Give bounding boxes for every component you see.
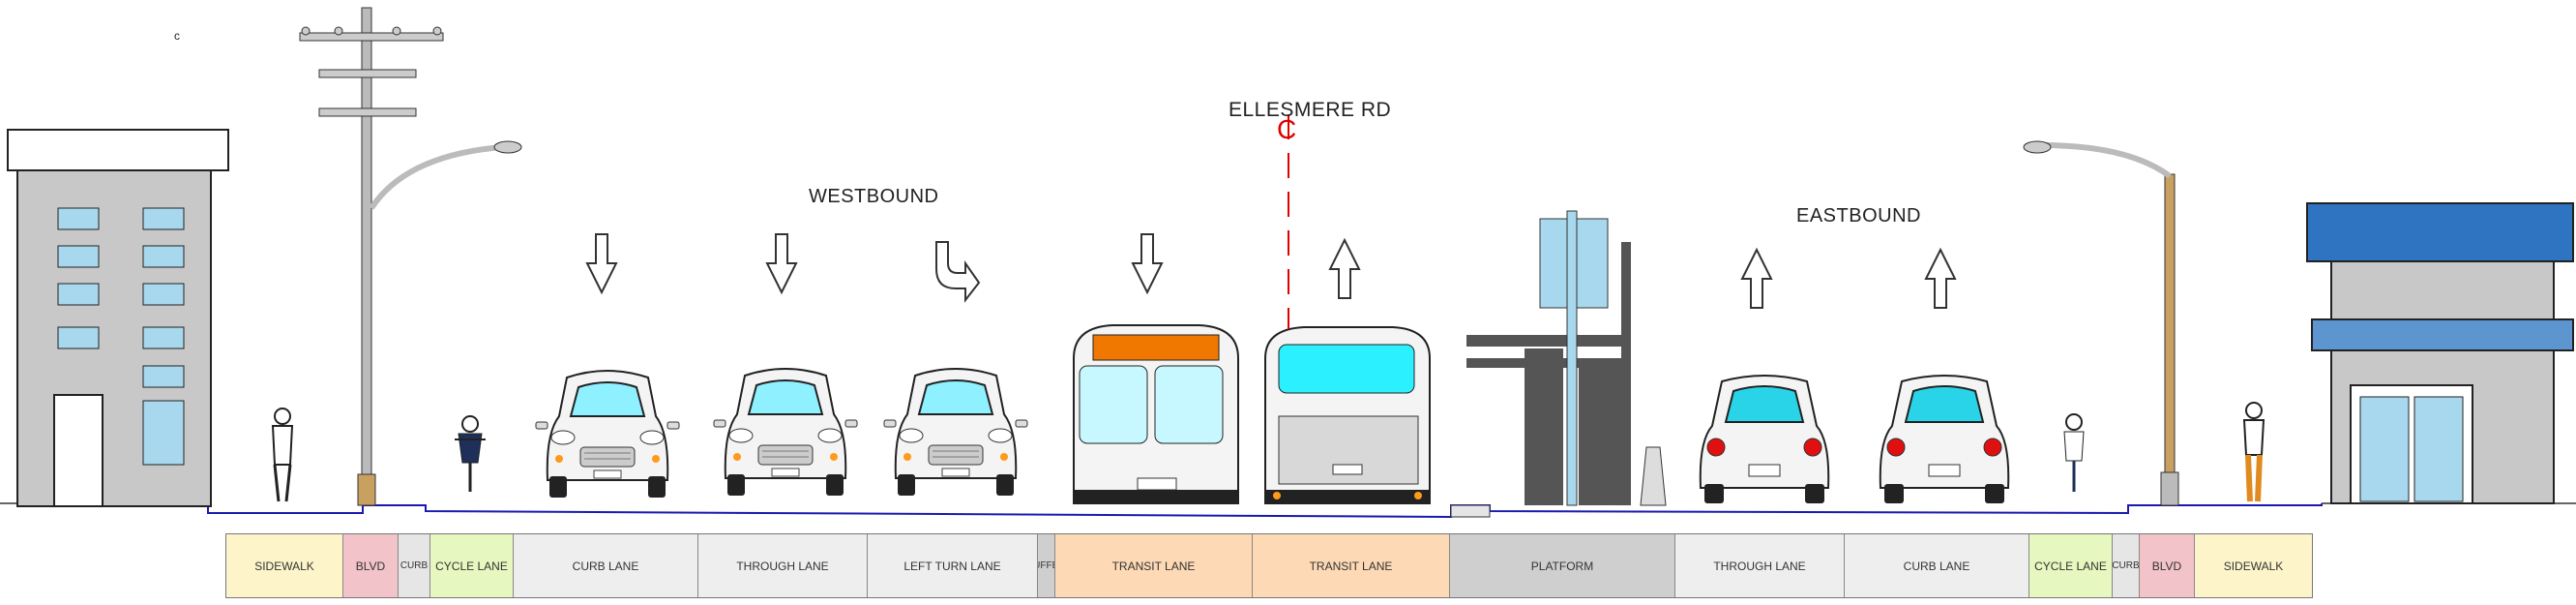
building-west [7,129,229,507]
lane-left-turn-w: LEFT TURN LANE [868,534,1038,597]
stray-mark: c [174,29,181,43]
arrow-curb-lane-east [1925,249,1956,309]
lane-transit-e: TRANSIT LANE [1253,534,1450,597]
bus-eastbound [1264,326,1431,504]
arrow-left-turn [935,241,981,303]
building-east [2306,202,2574,504]
lane-buffer: BUFFER [1038,534,1055,597]
car-curb-lane-east [1879,375,2010,504]
lane-curb-lane-w: CURB LANE [514,534,698,597]
centerline-symbol: C [1277,114,1297,144]
cyclist-west [455,415,486,492]
car-through-lane-east [1699,375,1830,504]
bus-westbound [1073,324,1239,504]
lane-curb-w: CURB [399,534,430,597]
street-name-title: ELLESMERE RD [1229,99,1392,121]
arrow-curb-lane-west [586,233,617,293]
lane-platform: PLATFORM [1450,534,1675,597]
arrow-through-lane-east [1741,249,1772,309]
transit-shelter [1466,210,1667,506]
westbound-label: WESTBOUND [809,186,939,207]
cyclist-east [2063,413,2085,492]
lane-sidewalk-e: SIDEWALK [2195,534,2312,597]
lane-blvd-e: BLVD [2140,534,2195,597]
arrow-through-lane-west [766,233,797,293]
car-curb-lane-west [535,370,680,499]
pedestrian-east [2242,402,2265,502]
street-light-east [2023,140,2179,506]
lane-transit-w: TRANSIT LANE [1055,534,1253,597]
lane-cycle-e: CYCLE LANE [2029,534,2113,597]
lane-curb-e: CURB [2113,534,2140,597]
lane-cycle-w: CYCLE LANE [430,534,514,597]
lane-sidewalk-w: SIDEWALK [226,534,343,597]
pedestrian-west [271,408,294,502]
arrow-transit-west [1132,233,1163,293]
car-through-lane-west [713,368,858,497]
arrow-transit-east [1329,239,1360,299]
utility-pole [299,7,522,506]
lane-through-w: THROUGH LANE [698,534,868,597]
lane-curb-lane-e: CURB LANE [1845,534,2029,597]
car-left-turn-lane [883,368,1028,497]
road-surface [0,502,2576,519]
eastbound-label: EASTBOUND [1796,205,1921,227]
lane-through-e: THROUGH LANE [1675,534,1845,597]
lane-blvd-w: BLVD [343,534,399,597]
